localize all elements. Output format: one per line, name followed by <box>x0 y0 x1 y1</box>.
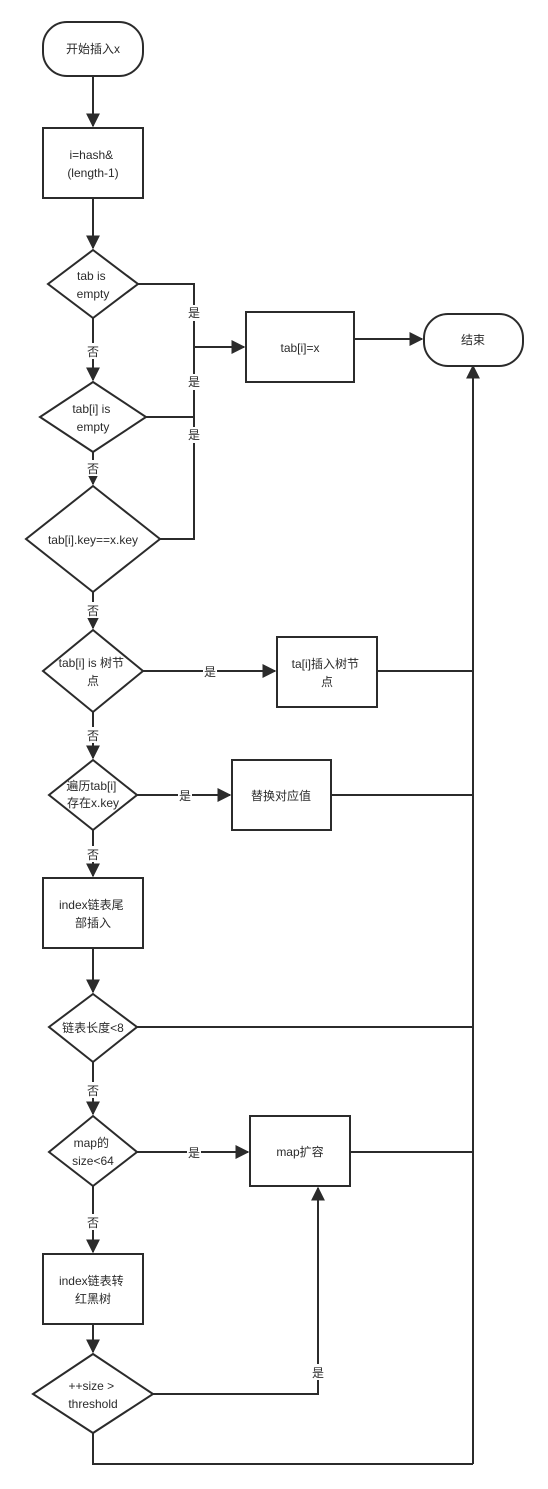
node-map-size-line-2: size<64 <box>72 1154 114 1168</box>
node-is-tree-line-1: tab[i] is 树节 <box>59 655 124 670</box>
node-map-size-line-1: map的 <box>74 1135 109 1150</box>
node-end: 结束 <box>423 313 524 367</box>
node-tab-empty-line-1: tab is <box>77 269 106 283</box>
node-hash-line-2: (length-1) <box>67 166 118 180</box>
node-map-size: map的 size<64 <box>47 1114 139 1188</box>
node-key-eq-text: tab[i].key==x.key <box>48 533 138 547</box>
label-yes-tab-empty: 是 <box>187 305 201 321</box>
label-yes: 是 <box>188 375 200 389</box>
label-yes: 是 <box>188 428 200 442</box>
node-tab-empty-line-2: empty <box>77 287 110 301</box>
node-list-len: 链表长度<8 <box>47 992 139 1064</box>
label-yes: 是 <box>188 306 200 320</box>
node-is-tree-text: tab[i] is 树节 点 <box>59 655 128 688</box>
label-no-traverse: 否 <box>86 846 100 862</box>
node-key-eq: tab[i].key==x.key <box>24 484 162 594</box>
node-set-tabi-text: tab[i]=x <box>280 341 319 355</box>
node-map-size-text: map的 size<64 <box>72 1135 114 1168</box>
node-map-resize: map扩容 <box>249 1115 351 1187</box>
edge-threshold-no-to-bus <box>92 1433 473 1465</box>
node-replace: 替换对应值 <box>231 759 332 831</box>
label-no: 否 <box>87 729 99 743</box>
node-to-tree-text: index链表转 红黑树 <box>59 1273 127 1306</box>
nodes: 开始插入x i=hash& (length-1) tab is empty ta… <box>24 21 524 1435</box>
node-is-tree: tab[i] is 树节 点 <box>41 628 145 714</box>
node-key-eq-line-1: tab[i].key==x.key <box>48 533 138 547</box>
node-traverse-text: 遍历tab[i] 存在x.key <box>66 779 119 810</box>
label-yes: 是 <box>204 665 216 679</box>
node-start-line-1: 开始插入x <box>66 42 120 56</box>
node-list-tail-line-1: index链表尾 <box>59 897 124 912</box>
label-yes-tabi-empty: 是 <box>187 374 201 390</box>
label-yes-key-eq: 是 <box>187 427 201 443</box>
node-tabi-empty: tab[i] is empty <box>38 380 148 454</box>
node-start-text: 开始插入x <box>66 42 120 56</box>
label-no-key-eq: 否 <box>86 602 100 618</box>
node-hash-text: i=hash& (length-1) <box>67 148 118 180</box>
node-start: 开始插入x <box>42 21 144 77</box>
node-traverse-line-1: 遍历tab[i] <box>66 779 116 793</box>
node-end-line-1: 结束 <box>461 333 485 347</box>
label-no-map-size: 否 <box>86 1214 100 1230</box>
node-list-tail: index链表尾 部插入 <box>42 877 144 949</box>
node-map-resize-text: map扩容 <box>276 1144 323 1159</box>
node-set-tabi-line-1: tab[i]=x <box>280 341 319 355</box>
node-tab-empty: tab is empty <box>46 248 140 320</box>
node-set-tabi: tab[i]=x <box>245 311 355 383</box>
node-threshold: ++size > threshold <box>31 1352 155 1435</box>
label-yes-is-tree: 是 <box>203 663 217 679</box>
label-no: 否 <box>87 345 99 359</box>
label-no-list-len: 否 <box>86 1082 100 1098</box>
label-yes: 是 <box>188 1146 200 1160</box>
node-list-len-line-1: 链表长度<8 <box>62 1020 124 1035</box>
node-is-tree-line-2: 点 <box>87 674 99 688</box>
node-list-len-text: 链表长度<8 <box>62 1020 124 1035</box>
node-hash: i=hash& (length-1) <box>42 127 144 199</box>
label-yes-traverse: 是 <box>178 787 192 803</box>
node-to-tree: index链表转 红黑树 <box>42 1253 144 1325</box>
label-no: 否 <box>87 1084 99 1098</box>
edge-threshold-yes <box>153 1186 325 1395</box>
node-tabi-empty-line-1: tab[i] is <box>72 402 110 416</box>
node-hash-line-1: i=hash& <box>69 148 113 162</box>
edge-key-eq-yes <box>160 417 195 540</box>
label-yes: 是 <box>312 1366 324 1380</box>
label-yes-threshold: 是 <box>311 1364 325 1380</box>
node-tree-insert: ta[i]插入树节 点 <box>276 636 378 708</box>
node-replace-line-1: 替换对应值 <box>251 788 311 803</box>
node-to-tree-line-2: 红黑树 <box>75 1291 111 1306</box>
node-threshold-text: ++size > threshold <box>68 1379 117 1411</box>
label-no: 否 <box>87 604 99 618</box>
node-tree-insert-text: ta[i]插入树节 点 <box>292 656 363 689</box>
node-map-resize-line-1: map扩容 <box>276 1144 323 1159</box>
node-traverse: 遍历tab[i] 存在x.key <box>47 758 139 832</box>
label-no: 否 <box>87 462 99 476</box>
edge-labels: 是 是 是 是 是 是 是 否 <box>86 305 325 1380</box>
node-end-text: 结束 <box>461 333 485 347</box>
label-no-is-tree: 否 <box>86 727 100 743</box>
node-traverse-line-2: 存在x.key <box>67 796 119 810</box>
label-yes-map-size: 是 <box>187 1144 201 1160</box>
node-list-tail-line-2: 部插入 <box>75 915 111 930</box>
node-threshold-line-2: threshold <box>68 1397 117 1411</box>
edges <box>86 76 480 1465</box>
edge-tabi-empty-yes <box>146 347 195 418</box>
label-yes: 是 <box>179 789 191 803</box>
node-replace-text: 替换对应值 <box>251 788 311 803</box>
node-to-tree-line-1: index链表转 <box>59 1273 124 1288</box>
node-list-tail-text: index链表尾 部插入 <box>59 897 127 930</box>
label-no-tab-empty: 否 <box>86 343 100 359</box>
node-tree-insert-line-2: 点 <box>321 675 333 689</box>
node-tree-insert-line-1: ta[i]插入树节 <box>292 656 359 671</box>
label-no-tabi-empty: 否 <box>86 460 100 476</box>
node-tabi-empty-line-2: empty <box>77 420 110 434</box>
node-threshold-line-1: ++size > <box>68 1379 114 1393</box>
label-no: 否 <box>87 1216 99 1230</box>
node-tab-empty-text: tab is empty <box>77 269 110 301</box>
label-no: 否 <box>87 848 99 862</box>
node-tabi-empty-text: tab[i] is empty <box>72 402 113 434</box>
